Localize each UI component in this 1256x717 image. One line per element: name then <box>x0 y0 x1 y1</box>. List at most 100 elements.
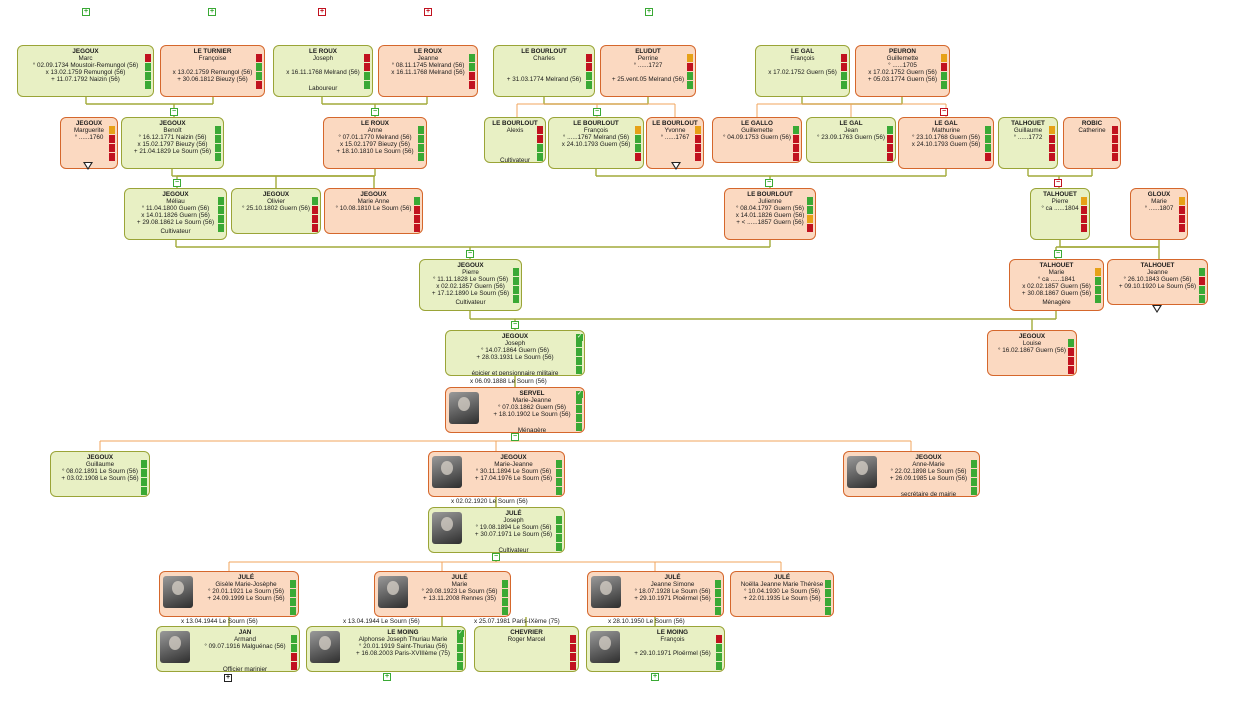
collapse-toggle-icon[interactable]: − <box>173 179 181 187</box>
person-event-line <box>325 219 422 226</box>
collapse-toggle-icon[interactable]: − <box>466 250 474 258</box>
collapse-toggle-icon[interactable]: − <box>492 553 500 561</box>
status-bar-segment <box>556 534 562 542</box>
connector-line <box>99 441 912 451</box>
collapse-toggle-icon[interactable]: − <box>1054 250 1062 258</box>
status-bar-segment <box>418 126 424 134</box>
status-bar-segment <box>971 460 977 468</box>
status-bar-segment <box>256 72 262 80</box>
collapse-toggle-icon[interactable]: − <box>371 108 379 116</box>
status-bar-segment <box>1049 144 1055 152</box>
source-status-bars <box>570 635 576 670</box>
status-bar-segment <box>576 348 582 356</box>
source-status-bars <box>635 126 641 161</box>
expand-toggle-icon[interactable]: + <box>318 8 326 16</box>
expand-toggle-icon[interactable]: + <box>645 8 653 16</box>
source-status-bars <box>556 460 562 495</box>
person-given-name: Alphonse Joseph Thuriau Marie <box>358 636 448 644</box>
person-event-line: + 31.03.1774 Melrand (56) <box>506 76 582 84</box>
descendants-triangle-icon[interactable] <box>671 162 681 170</box>
person-event-line <box>341 657 465 664</box>
status-bar-segment <box>793 153 799 161</box>
expand-toggle-icon[interactable]: + <box>383 673 391 681</box>
collapse-toggle-icon[interactable]: − <box>511 321 519 329</box>
collapse-toggle-icon[interactable]: − <box>1054 179 1062 187</box>
person-event-line: + 26.09.1985 Le Sourn (56) <box>889 475 968 483</box>
expand-toggle-icon[interactable]: + <box>651 673 659 681</box>
collapse-toggle-icon[interactable]: − <box>593 108 601 116</box>
collapse-toggle-icon[interactable]: − <box>765 179 773 187</box>
person-surname: LE ROUX <box>414 48 442 55</box>
status-bar-segment <box>985 144 991 152</box>
expand-toggle-icon[interactable]: + <box>424 8 432 16</box>
person-event-line: ° 08.11.1745 Melrand (56) <box>391 62 465 70</box>
expand-toggle-icon[interactable]: + <box>224 674 232 682</box>
person-event-line <box>807 148 895 155</box>
person-event-line <box>1108 290 1207 297</box>
person-given-name: Jean <box>844 127 858 135</box>
collapse-toggle-icon[interactable]: − <box>511 433 519 441</box>
status-bar-segment <box>687 54 693 62</box>
person-given-name: François <box>583 127 609 135</box>
person-surname: LE MOING <box>656 629 689 636</box>
collapse-toggle-icon[interactable]: − <box>940 108 948 116</box>
status-bar-segment <box>687 81 693 89</box>
person-event-line: x 02.02.1857 Guern (56) <box>436 283 505 291</box>
expand-toggle-icon[interactable]: + <box>208 8 216 16</box>
person-surname: ROBIC <box>1081 120 1103 127</box>
status-bar-segment <box>145 72 151 80</box>
status-bar-segment <box>141 460 147 468</box>
status-bar-segment <box>457 662 463 670</box>
collapse-toggle-icon[interactable]: − <box>170 108 178 116</box>
expand-toggle-icon[interactable]: + <box>82 8 90 16</box>
descendants-triangle-icon[interactable] <box>83 162 93 170</box>
descendants-triangle-icon[interactable] <box>1152 305 1162 313</box>
status-bar-segment <box>141 469 147 477</box>
